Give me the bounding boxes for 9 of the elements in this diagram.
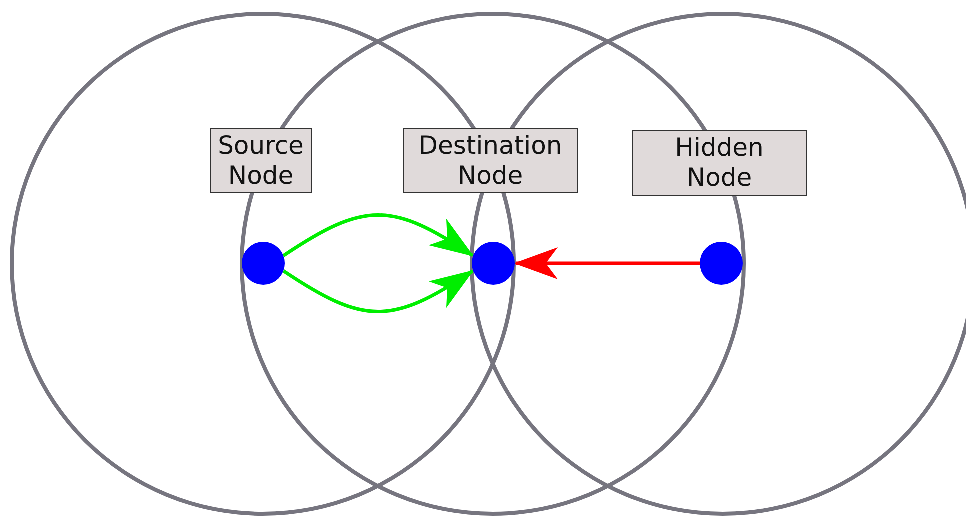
node-label: Hidden Node	[632, 130, 807, 196]
node-label: Destination Node	[403, 128, 578, 193]
arrow	[282, 270, 474, 314]
node-dot	[242, 242, 285, 285]
node-dot	[472, 242, 515, 285]
arrow	[514, 248, 700, 280]
node-dot	[700, 242, 743, 285]
arrow	[282, 214, 474, 258]
node-label: Source Node	[210, 128, 312, 193]
